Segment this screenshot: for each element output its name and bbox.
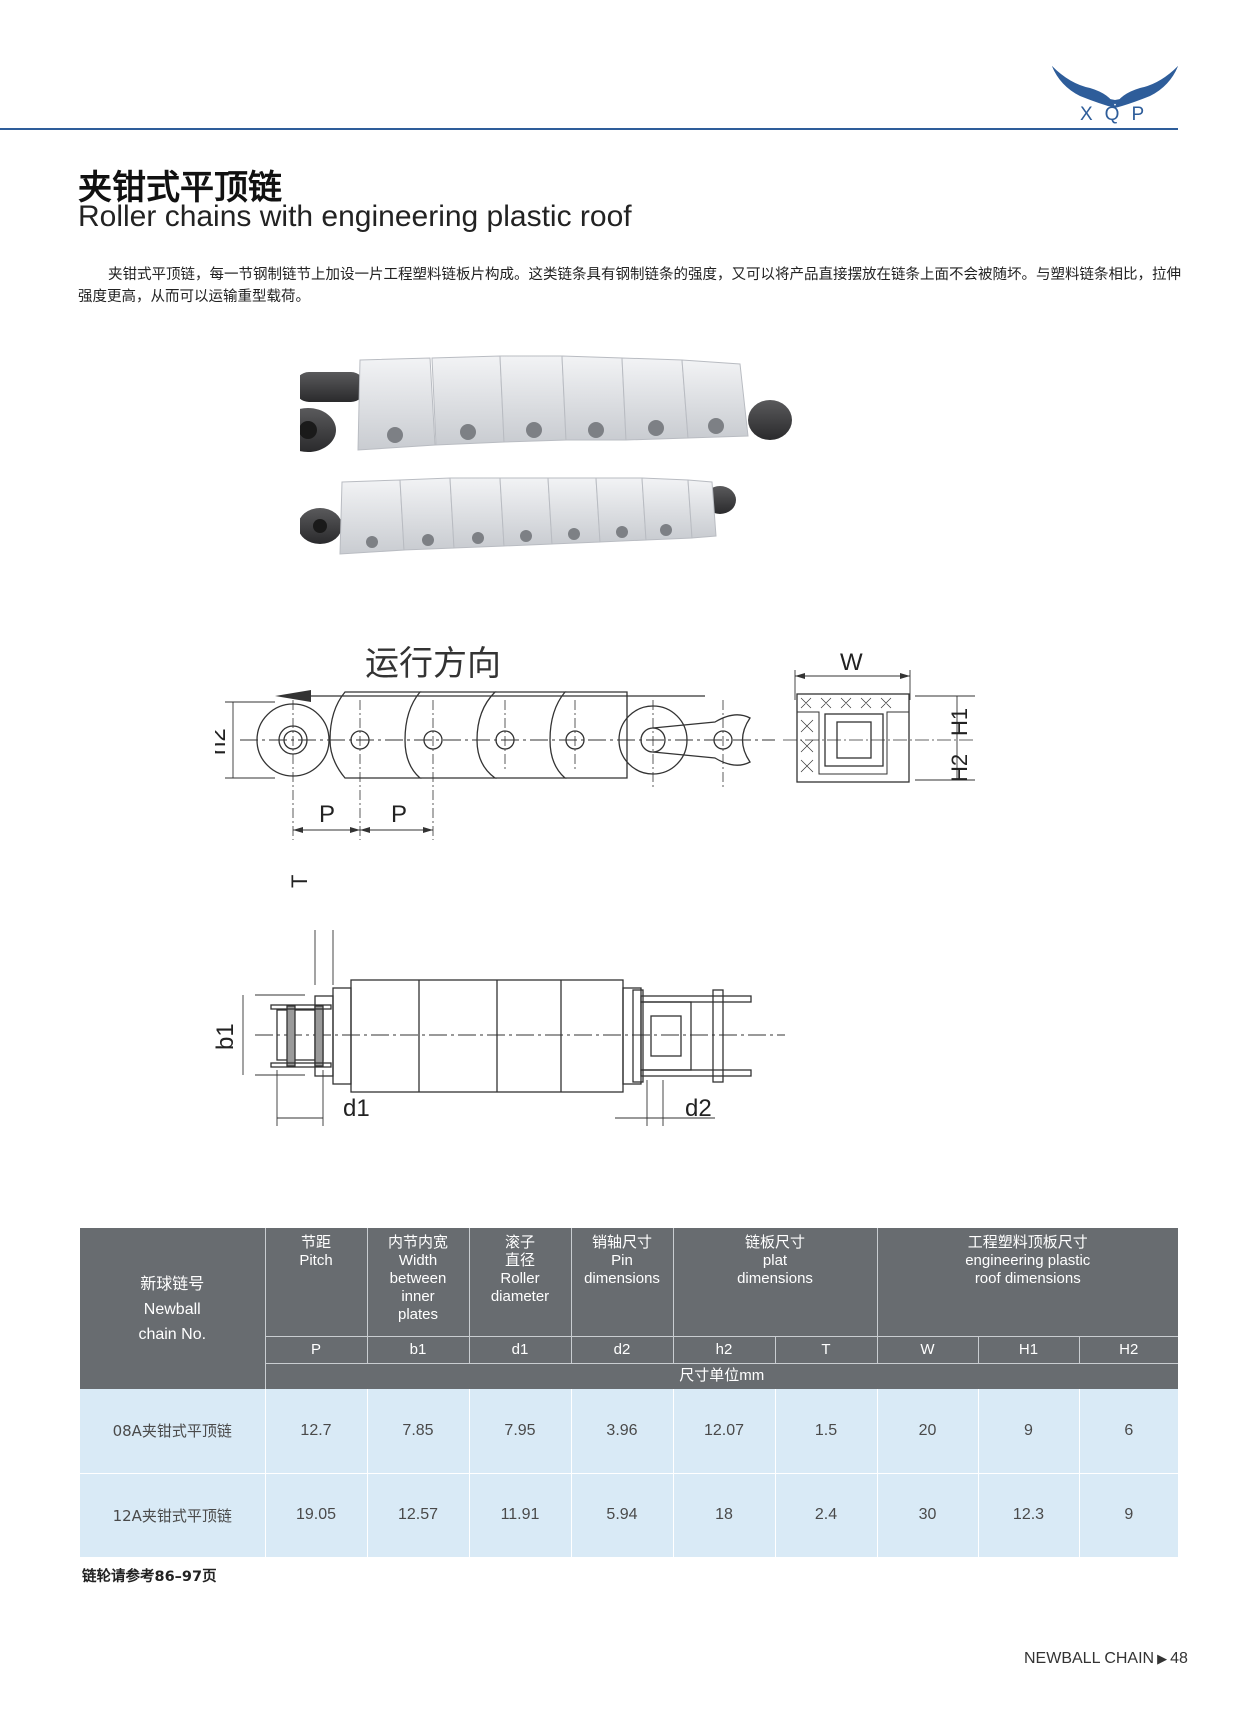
dim-h2-label: h2 <box>215 728 231 755</box>
row-cell: 12.07 <box>673 1389 776 1474</box>
row-cell: 7.85 <box>367 1389 470 1474</box>
page-title-cn: 夹钳式平顶链 <box>78 168 282 208</box>
header-chain-cn: 新球链号 <box>140 1276 205 1293</box>
logo-text: XQP <box>1080 104 1157 125</box>
row-cell: 30 <box>877 1473 979 1558</box>
header-pitch: 节距 Pitch <box>265 1228 368 1336</box>
row-cell: 19.05 <box>265 1473 368 1558</box>
dim-b1-label: b1 <box>215 1023 239 1050</box>
symbol-p: P <box>265 1335 368 1363</box>
row-cell: 12.7 <box>265 1389 368 1474</box>
row-cell: 5.94 <box>571 1473 674 1558</box>
header-pitch-en: Pitch <box>299 1252 333 1269</box>
header-chain-en-2: chain No. <box>138 1326 207 1343</box>
symbol-t: T <box>775 1335 878 1363</box>
dim-t-label: T <box>287 875 312 888</box>
header-plate-en-2: dimensions <box>737 1270 813 1287</box>
dim-p2-label: P <box>391 801 407 828</box>
table-header-row-groups: 新球链号 Newball chain No. 节距 Pitch 内节内宽 Wid… <box>80 1228 1179 1389</box>
row-model: 08A夹钳式平顶链 <box>80 1389 266 1474</box>
header-roof-cn: 工程塑料顶板尺寸 <box>967 1234 1088 1251</box>
header-roller-en-1: Roller <box>500 1270 540 1287</box>
header-roller-cn: 滚子 <box>504 1234 535 1251</box>
header-roller-cn-2: 直径 <box>504 1252 535 1269</box>
table-header-row-unit: 尺寸单位mm <box>80 1362 1179 1389</box>
row-model: 12A夹钳式平顶链 <box>80 1473 266 1558</box>
header-chain-en-1: Newball <box>143 1301 201 1318</box>
unit-label: 尺寸单位mm <box>265 1362 1179 1389</box>
row-cell: 7.95 <box>469 1389 572 1474</box>
row-cell: 20 <box>877 1389 979 1474</box>
header-inner-width-en-3: inner <box>401 1288 435 1305</box>
row-cell: 6 <box>1079 1389 1179 1474</box>
footnote: 链轮请参考86–97页 <box>82 1569 217 1585</box>
page-title-en: Roller chains with engineering plastic r… <box>78 200 632 233</box>
header-inner-width-en-4: plates <box>397 1306 439 1323</box>
dim-d2-label: d2 <box>685 1095 712 1122</box>
row-cell: 2.4 <box>775 1473 878 1558</box>
dim-p1-label: P <box>319 801 335 828</box>
dim-d1-label: d1 <box>343 1095 370 1122</box>
header-roller-en-2: diameter <box>490 1288 550 1305</box>
header-pin-dimensions: 销轴尺寸 Pin dimensions <box>571 1228 674 1336</box>
intro-paragraph: 夹钳式平顶链，每一节钢制链节上加设一片工程塑料链板片构成。这类链条具有钢制链条的… <box>78 264 1188 308</box>
header-pin-en-2: dimensions <box>584 1270 660 1287</box>
row-cell: 11.91 <box>469 1473 572 1558</box>
header-roller-diameter: 滚子 直径 Roller diameter <box>469 1228 572 1336</box>
header-roof-en-1: engineering plastic <box>965 1252 1091 1269</box>
top-view: b1 T d1 d2 <box>215 875 785 1126</box>
header-inner-width-cn: 内节内宽 <box>387 1234 448 1251</box>
symbol-w: W <box>877 1335 979 1363</box>
symbol-d1: d1 <box>469 1335 572 1363</box>
symbol-h2: h2 <box>673 1335 776 1363</box>
header-inner-width: 内节内宽 Width between inner plates <box>367 1228 470 1336</box>
dim-h1-label: H1 <box>947 708 972 736</box>
table-row: 08A夹钳式平顶链 12.7 7.85 7.95 3.96 12.07 1.5 … <box>80 1389 1179 1474</box>
intro-text: 夹钳式平顶链，每一节钢制链节上加设一片工程塑料链板片构成。这类链条具有钢制链条的… <box>78 267 1181 305</box>
direction-arrowhead <box>275 690 311 702</box>
symbol-b1: b1 <box>367 1335 470 1363</box>
row-cell: 12.57 <box>367 1473 470 1558</box>
spec-table: 新球链号 Newball chain No. 节距 Pitch 内节内宽 Wid… <box>80 1228 1179 1558</box>
header-roof-dimensions: 工程塑料顶板尺寸 engineering plastic roof dimens… <box>877 1228 1179 1336</box>
row-cell: 3.96 <box>571 1389 674 1474</box>
header-inner-width-en-2: between <box>389 1270 447 1287</box>
symbol-d2: d2 <box>571 1335 674 1363</box>
header-roof-en-2: roof dimensions <box>974 1270 1081 1287</box>
table-header-row-symbols: P b1 d1 d2 h2 T W H1 H2 <box>80 1335 1179 1363</box>
symbol-h2-roof: H2 <box>1079 1335 1179 1363</box>
page-number: 48 <box>1170 1650 1188 1667</box>
footer-brand: NEWBALL CHAIN <box>1024 1650 1155 1667</box>
header-pin-cn: 销轴尺寸 <box>591 1234 652 1251</box>
row-cell: 12.3 <box>978 1473 1080 1558</box>
row-cell: 9 <box>978 1389 1080 1474</box>
header-pitch-cn: 节距 <box>300 1234 331 1251</box>
page-footer: NEWBALL CHAIN▶48 <box>1024 1650 1188 1668</box>
dim-h2-end-label: H2 <box>947 754 972 782</box>
technical-drawing: 运行方向 h2 P P <box>215 644 975 1126</box>
header-chain-no: 新球链号 Newball chain No. <box>80 1228 266 1389</box>
header-plate-cn: 链板尺寸 <box>744 1234 805 1251</box>
end-view: W H1 H2 <box>783 649 975 783</box>
table-row: 12A夹钳式平顶链 19.05 12.57 11.91 5.94 18 2.4 … <box>80 1473 1179 1558</box>
product-photo <box>300 355 792 555</box>
header-plate-en-1: plat <box>762 1252 788 1269</box>
header-inner-width-en-1: Width <box>398 1252 438 1269</box>
footer-arrow-icon: ▶ <box>1157 1651 1168 1666</box>
row-cell: 18 <box>673 1473 776 1558</box>
side-view: h2 P P <box>215 691 775 840</box>
symbol-h1: H1 <box>978 1335 1080 1363</box>
header-plate-dimensions: 链板尺寸 plat dimensions <box>673 1228 878 1336</box>
header-rule <box>0 128 1178 130</box>
header-pin-en-1: Pin <box>611 1252 633 1269</box>
direction-label: 运行方向 <box>365 644 501 684</box>
row-cell: 9 <box>1079 1473 1179 1558</box>
dim-w-label: W <box>840 649 863 676</box>
row-cell: 1.5 <box>775 1389 878 1474</box>
xqp-logo <box>1052 66 1178 108</box>
